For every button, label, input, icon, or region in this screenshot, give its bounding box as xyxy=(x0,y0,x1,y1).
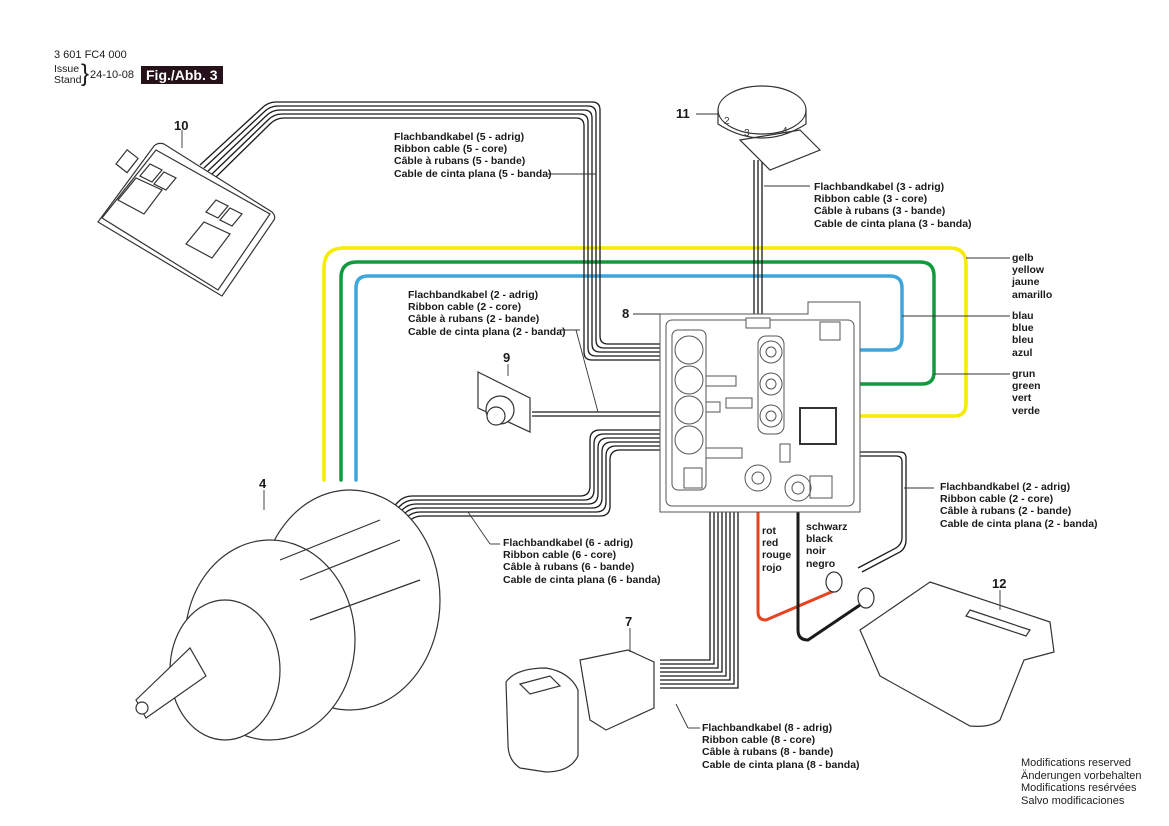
label-de: Flachbandkabel (2 - adrig) xyxy=(940,481,1071,493)
label-green-wire: grun green vert verde xyxy=(1012,368,1041,417)
label-de: Flachbandkabel (6 - adrig) xyxy=(503,537,634,549)
label-fr: bleu xyxy=(1012,334,1034,347)
label-es: azul xyxy=(1012,346,1033,359)
ribbon-3-core xyxy=(753,160,763,320)
ribbon-2b-core xyxy=(790,451,907,573)
label-en: Ribbon cable (2 - core) xyxy=(940,493,1054,506)
digit-3: 3 xyxy=(744,128,750,139)
label-en: Ribbon cable (5 - core) xyxy=(394,143,508,156)
green-wire xyxy=(339,260,936,482)
label-blue-wire: blau blue bleu azul xyxy=(1012,310,1034,359)
label-en: red xyxy=(762,537,779,550)
label-es: Cable de cinta plana (3 - banda) xyxy=(814,217,972,230)
label-en: yellow xyxy=(1012,264,1045,277)
label-fr: noir xyxy=(806,545,826,558)
label-de: Flachbandkabel (5 - adrig) xyxy=(394,131,525,143)
label-ribbon-8: Flachbandkabel (8 - adrig) Ribbon cable … xyxy=(702,722,860,771)
rotary-selector-drawing xyxy=(717,85,822,171)
label-en: Ribbon cable (6 - core) xyxy=(503,549,617,562)
label-de: rot xyxy=(762,525,776,537)
part-number-11: 11 xyxy=(676,106,690,121)
switch-drawing xyxy=(505,649,655,773)
label-de: gelb xyxy=(1012,252,1034,264)
label-de: schwarz xyxy=(806,521,848,533)
label-de: Flachbandkabel (3 - adrig) xyxy=(814,181,945,193)
label-es: verde xyxy=(1012,404,1041,417)
part-number-10: 10 xyxy=(174,118,189,133)
notice-de: Änderungen vorbehalten xyxy=(1021,769,1142,782)
label-black-wire: schwarz black noir negro xyxy=(806,521,847,570)
foot-control-drawing xyxy=(97,142,276,297)
digit-2: 2 xyxy=(724,116,730,127)
label-de: Flachbandkabel (8 - adrig) xyxy=(702,722,833,734)
modifications-notice: Modifications reserved Änderungen vorbeh… xyxy=(1021,757,1141,807)
label-es: negro xyxy=(806,557,836,570)
label-fr: Câble à rubans (6 - bande) xyxy=(503,561,635,574)
label-de: Flachbandkabel (2 - adrig) xyxy=(408,289,539,301)
label-en: blue xyxy=(1012,322,1034,335)
issue-label: Issue Stand xyxy=(54,64,81,86)
red-wire xyxy=(756,476,838,622)
label-en: black xyxy=(806,533,833,546)
push-button-drawing xyxy=(477,371,531,433)
motor-drawing xyxy=(135,489,441,741)
part-number-4: 4 xyxy=(259,476,267,491)
label-es: amarillo xyxy=(1012,288,1053,301)
part-number: 3 601 FC4 000 xyxy=(54,49,127,61)
digit-4: 4 xyxy=(782,126,788,137)
label-fr: Câble à rubans (2 - bande) xyxy=(408,313,540,326)
label-de: grun xyxy=(1012,368,1036,380)
brace: } xyxy=(81,60,90,87)
label-en: Ribbon cable (3 - core) xyxy=(814,193,928,206)
blue-wire xyxy=(354,274,904,482)
control-board-drawing xyxy=(659,301,861,513)
ribbon-8-core xyxy=(660,458,739,689)
terminal-bracket-drawing xyxy=(825,571,1055,727)
label-ribbon-2a: Flachbandkabel (2 - adrig) Ribbon cable … xyxy=(408,289,566,338)
label-ribbon-5: Flachbandkabel (5 - adrig) Ribbon cable … xyxy=(394,131,552,180)
label-ribbon-2b: Flachbandkabel (2 - adrig) Ribbon cable … xyxy=(940,481,1098,530)
label-es: rojo xyxy=(762,561,782,574)
label-fr: Câble à rubans (3 - bande) xyxy=(814,205,946,218)
notice-es: Salvo modificaciones xyxy=(1021,794,1125,807)
label-de: blau xyxy=(1012,310,1034,322)
label-yellow-wire: gelb yellow jaune amarillo xyxy=(1012,252,1052,301)
label-fr: jaune xyxy=(1012,276,1040,289)
label-fr: Câble à rubans (5 - bande) xyxy=(394,155,526,168)
issue-label-en: Issue xyxy=(54,63,80,75)
label-es: Cable de cinta plana (2 - banda) xyxy=(940,517,1098,530)
label-en: Ribbon cable (2 - core) xyxy=(408,301,522,314)
issue-date: 24-10-08 xyxy=(90,69,135,81)
label-ribbon-3: Flachbandkabel (3 - adrig) Ribbon cable … xyxy=(814,181,972,230)
leader-lines xyxy=(181,113,1010,729)
notice-en: Modifications reserved xyxy=(1021,757,1132,769)
label-es: Cable de cinta plana (5 - banda) xyxy=(394,167,552,180)
label-ribbon-6: Flachbandkabel (6 - adrig) Ribbon cable … xyxy=(503,537,661,586)
label-fr: Câble à rubans (2 - bande) xyxy=(940,505,1072,518)
label-fr: vert xyxy=(1012,392,1032,405)
figure-badge: Fig./Abb. 3 xyxy=(141,66,223,84)
label-es: Cable de cinta plana (8 - banda) xyxy=(702,758,860,771)
label-fr: rouge xyxy=(762,549,792,562)
label-en: green xyxy=(1012,380,1041,393)
label-es: Cable de cinta plana (2 - banda) xyxy=(408,325,566,338)
part-number-12: 12 xyxy=(992,576,1007,591)
notice-fr: Modifications resérvées xyxy=(1021,782,1137,794)
yellow-wire xyxy=(322,246,968,482)
part-number-9: 9 xyxy=(503,350,511,365)
selector-digits: 2 3 4 xyxy=(724,116,788,139)
part-number-8: 8 xyxy=(622,306,630,321)
label-en: Ribbon cable (8 - core) xyxy=(702,734,816,747)
label-es: Cable de cinta plana (6 - banda) xyxy=(503,573,661,586)
issue-label-de: Stand xyxy=(54,74,82,86)
black-wire xyxy=(796,486,862,642)
label-fr: Câble à rubans (8 - bande) xyxy=(702,746,834,759)
label-red-wire: rot red rouge rojo xyxy=(762,525,791,574)
part-number-7: 7 xyxy=(625,614,633,629)
